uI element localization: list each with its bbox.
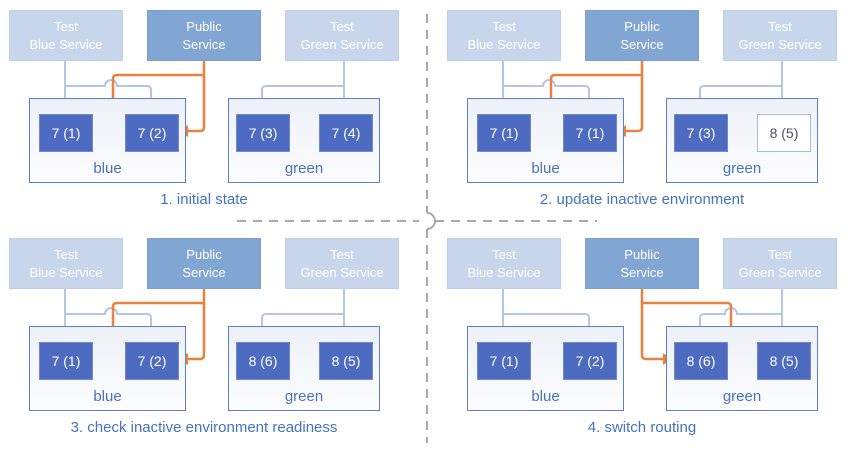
blue-environment-box: 7 (1) 7 (2) blue (467, 326, 624, 411)
environment-label: blue (93, 388, 122, 405)
public-service-box: Public Service (147, 10, 261, 61)
quadrant-initial-state: Test Blue Service Public Service Test Gr… (0, 0, 424, 228)
test-green-service-box: Test Green Service (723, 238, 837, 289)
pod: 7 (1) (39, 342, 93, 380)
quadrant-check-readiness: Test Blue Service Public Service Test Gr… (0, 228, 424, 456)
pod: 7 (1) (563, 114, 617, 152)
step-caption: 4. switch routing (587, 419, 697, 436)
environment-label: blue (531, 388, 560, 405)
environment-label: blue (93, 160, 122, 177)
environment-label: green (284, 160, 324, 177)
pod: 8 (5) (319, 342, 373, 380)
pod: 7 (4) (319, 114, 373, 152)
public-service-box: Public Service (147, 238, 261, 289)
test-blue-connector (64, 61, 152, 103)
pod: 8 (6) (236, 342, 290, 380)
green-environment-box: 7 (3) 8 (5) green (666, 98, 818, 183)
pod: 7 (1) (39, 114, 93, 152)
divider-hop-arc (426, 212, 436, 230)
test-blue-connector (502, 289, 590, 331)
blue-environment-box: 7 (1) 7 (2) blue (29, 326, 186, 411)
test-blue-connector (64, 289, 152, 331)
test-blue-service-box: Test Blue Service (9, 10, 123, 61)
pod: 7 (1) (477, 114, 531, 152)
test-green-connector (261, 289, 345, 331)
pod: 7 (3) (236, 114, 290, 152)
pod: 7 (3) (674, 114, 728, 152)
public-service-box: Public Service (585, 238, 699, 289)
green-environment-box: 8 (6) 8 (5) green (666, 326, 818, 411)
pod: 8 (5) (757, 114, 811, 152)
quadrant-switch-routing: Test Blue Service Public Service Test Gr… (438, 228, 848, 456)
public-service-box: Public Service (585, 10, 699, 61)
test-blue-service-box: Test Blue Service (447, 10, 561, 61)
step-caption: 2. update inactive environment (539, 191, 745, 208)
pod: 8 (5) (757, 342, 811, 380)
environment-label: green (284, 388, 324, 405)
pod: 7 (1) (477, 342, 531, 380)
blue-environment-box: 7 (1) 7 (2) blue (29, 98, 186, 183)
green-environment-box: 7 (3) 7 (4) green (228, 98, 380, 183)
test-green-service-box: Test Green Service (285, 238, 399, 289)
test-blue-service-box: Test Blue Service (447, 238, 561, 289)
test-green-connector (261, 61, 345, 103)
step-caption: 3. check inactive environment readiness (70, 419, 338, 436)
pod: 7 (2) (563, 342, 617, 380)
test-green-service-box: Test Green Service (285, 10, 399, 61)
pod: 7 (2) (125, 114, 179, 152)
test-blue-connector (502, 61, 590, 103)
environment-label: green (722, 160, 762, 177)
blue-environment-box: 7 (1) 7 (1) blue (467, 98, 624, 183)
test-blue-service-box: Test Blue Service (9, 238, 123, 289)
step-caption: 1. initial state (160, 191, 248, 208)
test-green-service-box: Test Green Service (723, 10, 837, 61)
pod: 7 (2) (125, 342, 179, 380)
environment-label: blue (531, 160, 560, 177)
test-green-connector (699, 289, 783, 331)
pod: 8 (6) (674, 342, 728, 380)
test-green-connector (699, 61, 783, 103)
quadrant-update-inactive: Test Blue Service Public Service Test Gr… (438, 0, 848, 228)
environment-label: green (722, 388, 762, 405)
green-environment-box: 8 (6) 8 (5) green (228, 326, 380, 411)
